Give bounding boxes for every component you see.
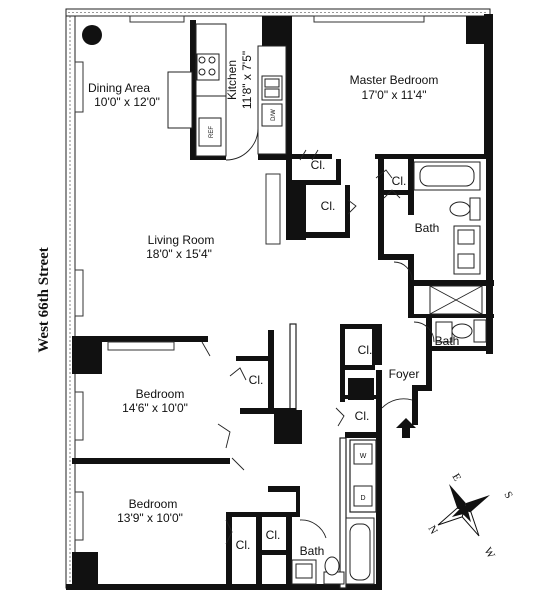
master-bedroom-dims: 17'0" x 11'4" (362, 88, 427, 102)
svg-text:REF: REF (209, 126, 215, 138)
dryer-icon: D (353, 485, 373, 507)
closet-label: Cl. (249, 373, 264, 387)
toilet-icon (323, 556, 345, 585)
compass-w: W (481, 546, 497, 562)
entry-arrow-icon (396, 418, 416, 438)
toilet-icon (449, 197, 481, 221)
dining-area-dims: 10'0" x 12'0" (94, 95, 160, 109)
master-bedroom-name: Master Bedroom (350, 73, 439, 87)
compass-s: S (501, 490, 514, 501)
closet-label: Cl. (236, 538, 251, 552)
dishwasher-icon: D/W (261, 103, 283, 127)
master-bath-name: Bath (415, 221, 440, 235)
hall-bath-name: Bath (435, 334, 460, 348)
compass-n: N (425, 524, 439, 537)
refrigerator-icon: REF (198, 117, 222, 147)
closet-label: Cl. (355, 409, 370, 423)
foyer-name: Foyer (389, 367, 420, 381)
sink-icon (261, 75, 283, 101)
bedroom-2-dims: 13'9" x 10'0" (117, 511, 183, 525)
kitchen-dims: 11'8" x 7'5" (240, 51, 254, 109)
bedroom-1-dims: 14'6" x 10'0" (122, 401, 188, 415)
vanity-icon (291, 559, 317, 585)
closet-label: Cl. (311, 158, 326, 172)
compass-e: E (449, 472, 463, 484)
living-room-dims: 18'0" x 15'4" (146, 247, 212, 261)
window-wall-left (65, 9, 76, 589)
bathtub-icon (345, 517, 375, 585)
closet-label: Cl. (321, 199, 336, 213)
svg-text:D/W: D/W (271, 109, 277, 121)
kitchen-island (167, 71, 193, 129)
bottom-bath-name: Bath (300, 544, 325, 558)
bedroom-1-name: Bedroom (136, 387, 185, 401)
closet-label: Cl. (392, 174, 407, 188)
vanity-icon (453, 225, 481, 275)
dining-area-name: Dining Area (88, 81, 150, 95)
bathtub-icon (413, 161, 481, 191)
stove-icon (196, 53, 220, 81)
compass-rose-icon (437, 484, 490, 537)
svg-text:D: D (360, 495, 365, 502)
washer-icon: W (353, 443, 373, 465)
living-room-name: Living Room (148, 233, 215, 247)
svg-text:W: W (360, 453, 367, 460)
toilet-icon (451, 319, 487, 343)
closet-label: Cl. (358, 343, 373, 357)
closet-label: Cl. (266, 528, 281, 542)
bedroom-2-name: Bedroom (129, 497, 178, 511)
shower-icon (429, 285, 483, 315)
street-label: West 66th Street (36, 247, 52, 353)
kitchen-name: Kitchen (225, 60, 239, 100)
column (82, 25, 102, 45)
